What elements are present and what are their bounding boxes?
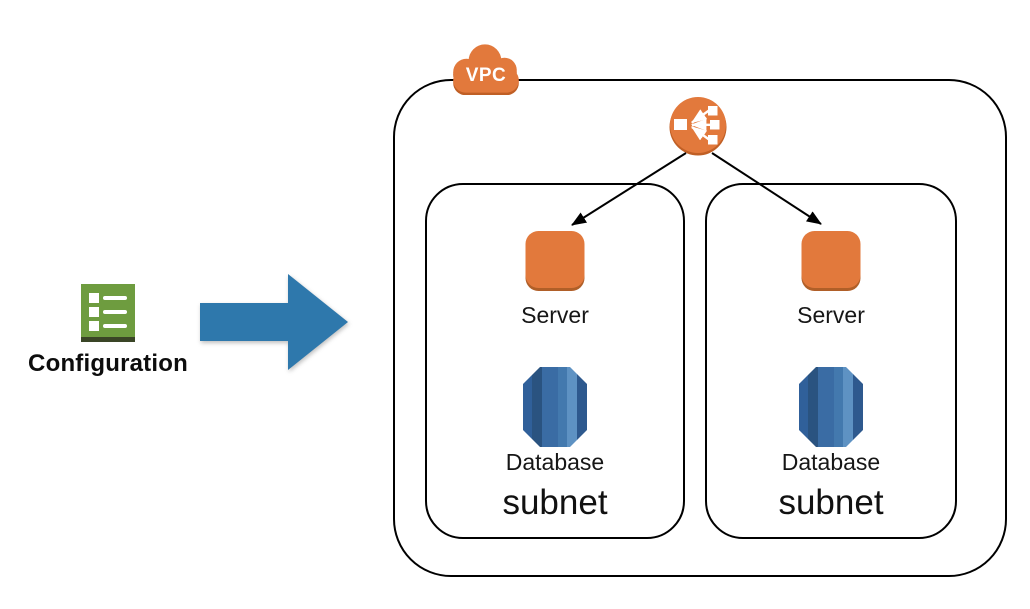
database-label: Database <box>781 449 881 475</box>
subnet-box-1: Server Database subnet <box>425 183 685 539</box>
load-balancer-icon <box>669 97 727 156</box>
subnet-box-2: Server Database subnet <box>705 183 957 539</box>
database-label: Database <box>505 449 605 475</box>
server-icon <box>801 231 861 288</box>
flow-arrow-icon <box>200 274 348 370</box>
vpc-boundary <box>393 79 1007 577</box>
configuration-node: Configuration <box>18 284 198 378</box>
vpc-label: VPC <box>465 65 507 86</box>
database-icon <box>799 367 863 447</box>
database-icon <box>523 367 587 447</box>
server-icon <box>525 231 585 288</box>
vpc-cloud-icon: VPC <box>446 41 526 96</box>
subnet-label: subnet <box>778 483 884 522</box>
configuration-label: Configuration <box>28 350 188 377</box>
server-label: Server <box>521 302 589 328</box>
subnet-label: subnet <box>502 483 608 522</box>
checklist-icon <box>81 284 135 342</box>
server-label: Server <box>797 302 865 328</box>
